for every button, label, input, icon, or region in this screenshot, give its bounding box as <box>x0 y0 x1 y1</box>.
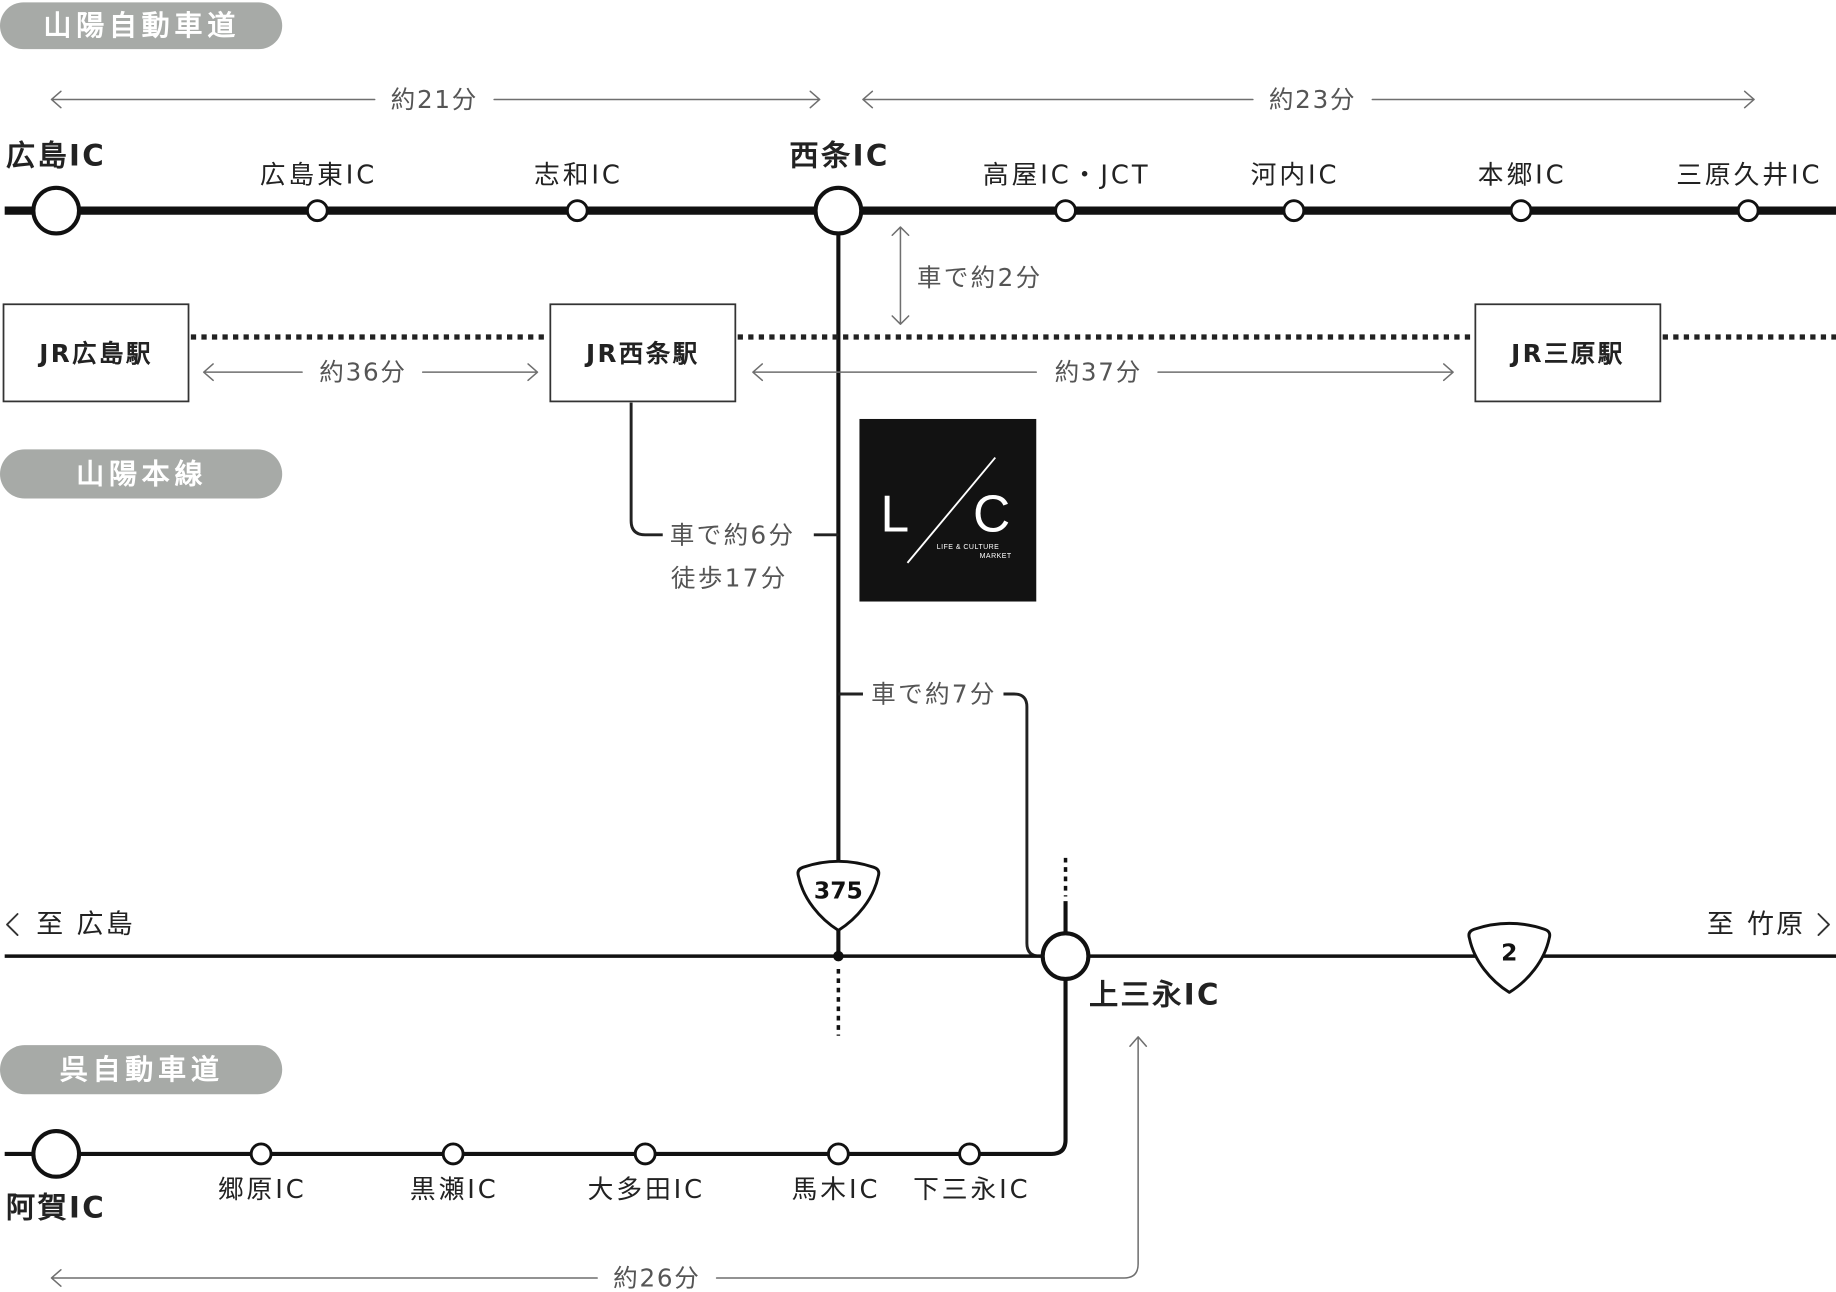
sanyo-line-label: 山陽本線 <box>76 457 207 490</box>
interchange-marker-gohara <box>249 1142 273 1166</box>
sanyo-expressway-label: 山陽自動車道 <box>43 9 240 42</box>
sanyo-line-pill <box>0 449 283 499</box>
chevron-right-icon <box>1817 913 1830 936</box>
interchange-marker-aga <box>31 1129 82 1179</box>
travel-time-aga-kamimie: 約26分 <box>50 1036 1148 1292</box>
route-375-shield <box>796 859 881 932</box>
interchange-marker-shiwa <box>565 199 589 223</box>
interchange-label-hiroshima: 広島IC <box>6 139 106 173</box>
interchange-marker-otata <box>633 1142 657 1166</box>
arrow-right-icon <box>1371 90 1755 109</box>
logo-tagline-2: MARKET <box>980 553 1012 560</box>
travel-time-label: 約23分 <box>1269 85 1356 114</box>
station-label-saijo: JR西条駅 <box>584 339 700 368</box>
interchange-label-umaki: 馬木IC <box>792 1175 881 1205</box>
travel-time-hiroshima-saijo: 約21分 <box>50 85 821 114</box>
station-box-hiroshima <box>2 303 190 403</box>
travel-time-saijo-mihara: 約23分 <box>862 85 1755 114</box>
interchange-label-saijo: 西条IC <box>789 139 889 173</box>
double-arrow-vertical-icon <box>891 226 910 325</box>
interchange-label-otata: 大多田IC <box>588 1175 706 1205</box>
travel-time-label: 約36分 <box>319 358 406 387</box>
travel-time-label: 約37分 <box>1055 358 1142 387</box>
station-label-mihara: JR三原駅 <box>1509 339 1625 368</box>
access-by-car-from-station: 車で約6分 <box>670 520 796 549</box>
arrow-left-icon <box>752 363 1038 382</box>
station-box-saijo <box>549 303 737 403</box>
travel-time-saijo-mihara-station: 約37分 <box>752 358 1454 387</box>
route-2-number: 2 <box>1501 939 1517 967</box>
kure-expressway-label: 呉自動車道 <box>60 1053 224 1086</box>
life-culture-market-logo: L C LIFE & CULTURE MARKET <box>859 418 1037 602</box>
arrow-right-icon <box>493 90 821 109</box>
logo-background <box>859 418 1037 602</box>
interchange-marker-kamimie <box>1040 931 1091 981</box>
interchange-label-aga: 阿賀IC <box>6 1191 106 1225</box>
logo-mark-c: C <box>973 484 1010 542</box>
travel-time-label: 約21分 <box>391 85 478 114</box>
interchange-label-hiroshima-higashi: 広島東IC <box>260 161 378 191</box>
travel-time-label: 約26分 <box>613 1263 700 1292</box>
interchange-label-gohara: 郷原IC <box>218 1175 307 1205</box>
route-shield-icon: 375 <box>796 859 881 932</box>
interchange-label-kochi: 河内IC <box>1251 161 1340 191</box>
logo-tagline-1: LIFE & CULTURE <box>937 544 1000 551</box>
station-access-connector <box>629 402 839 537</box>
interchange-marker-hongo <box>1509 199 1533 223</box>
interchange-marker-umaki <box>826 1142 850 1166</box>
logo-mark-l: L <box>881 484 910 542</box>
chevron-left-icon <box>6 913 19 936</box>
road-junction-dot <box>833 950 844 962</box>
travel-time-hiroshima-saijo-station: 約36分 <box>202 358 539 387</box>
interchange-marker-mihara-kui <box>1736 199 1760 223</box>
logo-slash <box>906 456 997 564</box>
arrow-up-icon <box>715 1036 1148 1279</box>
sanyo-expressway-pill <box>0 2 283 50</box>
interchange-marker-shimomie <box>958 1142 981 1166</box>
interchange-marker-hiroshima <box>31 185 82 236</box>
arrow-right-icon <box>1157 363 1454 382</box>
interchange-label-kurose: 黒瀬IC <box>410 1175 499 1205</box>
arrow-right-icon <box>421 363 539 382</box>
arrow-left-icon <box>202 363 303 382</box>
access-by-car-to-ic: 車で約7分 <box>871 679 997 708</box>
route-2-shield <box>1467 921 1552 994</box>
interchange-label-mihara-kui: 三原久井IC <box>1676 161 1822 191</box>
interchange-marker-kurose <box>441 1142 465 1166</box>
arrow-left-icon <box>50 1269 598 1287</box>
interchange-marker-takaya <box>1054 199 1077 223</box>
saijo-ic-to-station-time: 車で約2分 <box>917 263 1043 292</box>
station-label-hiroshima: JR広島駅 <box>37 339 153 368</box>
interchange-label-takaya: 高屋IC・JCT <box>983 161 1151 191</box>
interchange-label-hongo: 本郷IC <box>1478 161 1567 191</box>
direction-west-label: 至 広島 <box>36 909 135 940</box>
interchange-label-shiwa: 志和IC <box>534 161 623 191</box>
route-375-number: 375 <box>814 877 863 905</box>
interchange-marker-saijo <box>813 185 864 236</box>
interchange-label-shimomie: 下三永IC <box>913 1175 1031 1205</box>
interchange-label-kamimie: 上三永IC <box>1089 978 1221 1012</box>
access-on-foot-from-station: 徒歩17分 <box>671 564 788 593</box>
ic-access-connector <box>838 692 1040 958</box>
arrow-left-icon <box>862 90 1254 109</box>
route-shield-icon: 2 <box>1467 921 1552 994</box>
kamimie-ic-link <box>1051 979 1068 1156</box>
arrow-left-icon <box>50 90 376 109</box>
station-box-mihara <box>1474 303 1662 403</box>
kure-expressway-pill <box>0 1045 283 1095</box>
direction-east-label: 至 竹原 <box>1707 909 1806 940</box>
interchange-marker-hiroshima-higashi <box>305 199 329 223</box>
interchange-marker-kochi <box>1282 199 1306 223</box>
